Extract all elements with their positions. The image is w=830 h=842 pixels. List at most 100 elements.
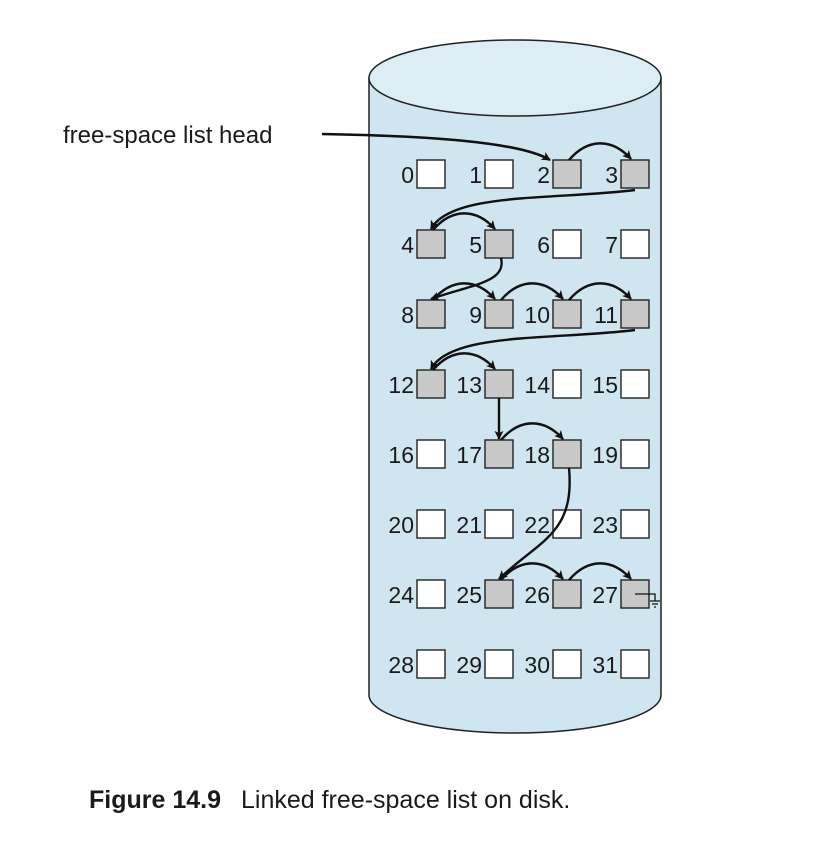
block-1: 1 <box>469 159 514 189</box>
free-block-13 <box>484 369 514 399</box>
block-18: 18 <box>524 439 582 469</box>
used-block-23 <box>620 509 650 539</box>
used-block-7 <box>620 229 650 259</box>
block-label-22: 22 <box>524 512 550 538</box>
block-label-15: 15 <box>592 372 618 398</box>
block-29: 29 <box>456 649 514 679</box>
free-block-25 <box>484 579 514 609</box>
link-17-to-18 <box>500 422 564 441</box>
free-block-5 <box>484 229 514 259</box>
used-block-22 <box>552 509 582 539</box>
block-28: 28 <box>388 649 446 679</box>
block-label-0: 0 <box>401 162 414 188</box>
used-block-31 <box>620 649 650 679</box>
block-label-28: 28 <box>388 652 414 678</box>
block-label-26: 26 <box>524 582 550 608</box>
list-head-pointer: free-space list head <box>63 122 551 162</box>
block-30: 30 <box>524 649 582 679</box>
block-label-2: 2 <box>537 162 550 188</box>
figure-number: Figure 14.9 <box>89 786 221 814</box>
link-11-to-12 <box>429 328 636 370</box>
block-11: 11 <box>594 299 650 329</box>
used-block-14 <box>552 369 582 399</box>
block-24: 24 <box>388 579 446 609</box>
free-block-26 <box>552 579 582 609</box>
free-block-11 <box>620 299 650 329</box>
block-label-30: 30 <box>524 652 550 678</box>
block-label-9: 9 <box>469 302 482 328</box>
free-block-10 <box>552 299 582 329</box>
used-block-6 <box>552 229 582 259</box>
block-label-24: 24 <box>388 582 414 608</box>
used-block-15 <box>620 369 650 399</box>
block-20: 20 <box>388 509 446 539</box>
block-label-23: 23 <box>592 512 618 538</box>
free-block-4 <box>416 229 446 259</box>
used-block-24 <box>416 579 446 609</box>
block-label-31: 31 <box>592 652 618 678</box>
block-7: 7 <box>605 229 650 259</box>
block-label-29: 29 <box>456 652 482 678</box>
block-label-4: 4 <box>401 232 414 258</box>
block-label-17: 17 <box>456 442 482 468</box>
free-list-links <box>429 142 660 608</box>
free-block-9 <box>484 299 514 329</box>
block-14: 14 <box>524 369 582 399</box>
block-label-19: 19 <box>592 442 618 468</box>
block-label-7: 7 <box>605 232 618 258</box>
block-4: 4 <box>401 229 446 259</box>
block-label-12: 12 <box>388 372 414 398</box>
block-31: 31 <box>592 649 650 679</box>
block-label-6: 6 <box>537 232 550 258</box>
block-16: 16 <box>388 439 446 469</box>
list-head-label: free-space list head <box>63 122 272 149</box>
used-block-29 <box>484 649 514 679</box>
link-4-to-5 <box>432 212 496 231</box>
free-block-18 <box>552 439 582 469</box>
free-block-8 <box>416 299 446 329</box>
block-label-16: 16 <box>388 442 414 468</box>
block-label-3: 3 <box>605 162 618 188</box>
link-2-to-3 <box>568 142 632 161</box>
free-block-17 <box>484 439 514 469</box>
cylinder-top <box>368 39 662 117</box>
null-terminator-icon <box>635 593 660 608</box>
list-head-arrow <box>321 132 551 162</box>
block-19: 19 <box>592 439 650 469</box>
block-label-5: 5 <box>469 232 482 258</box>
block-21: 21 <box>456 509 514 539</box>
block-label-25: 25 <box>456 582 482 608</box>
link-25-to-26 <box>500 562 564 581</box>
block-25: 25 <box>456 579 514 609</box>
link-5-to-8 <box>430 257 503 301</box>
block-0: 0 <box>401 159 446 189</box>
block-15: 15 <box>592 369 650 399</box>
block-label-10: 10 <box>524 302 550 328</box>
block-8: 8 <box>401 299 446 329</box>
used-block-21 <box>484 509 514 539</box>
link-18-to-25 <box>498 467 571 580</box>
block-label-8: 8 <box>401 302 414 328</box>
block-label-21: 21 <box>456 512 482 538</box>
block-2: 2 <box>537 159 582 189</box>
block-26: 26 <box>524 579 582 609</box>
used-block-28 <box>416 649 446 679</box>
block-label-14: 14 <box>524 372 550 398</box>
block-23: 23 <box>592 509 650 539</box>
block-label-1: 1 <box>469 162 482 188</box>
block-5: 5 <box>469 229 514 259</box>
figure-caption-text: Linked free-space list on disk. <box>241 786 571 814</box>
used-block-0 <box>416 159 446 189</box>
block-17: 17 <box>456 439 514 469</box>
link-26-to-27 <box>568 562 632 581</box>
figure-caption: Figure 14.9 Linked free-space list on dis… <box>89 786 570 815</box>
block-label-13: 13 <box>456 372 482 398</box>
used-block-16 <box>416 439 446 469</box>
link-8-to-9 <box>432 282 496 301</box>
used-block-20 <box>416 509 446 539</box>
free-block-2 <box>552 159 582 189</box>
block-13: 13 <box>456 369 514 399</box>
